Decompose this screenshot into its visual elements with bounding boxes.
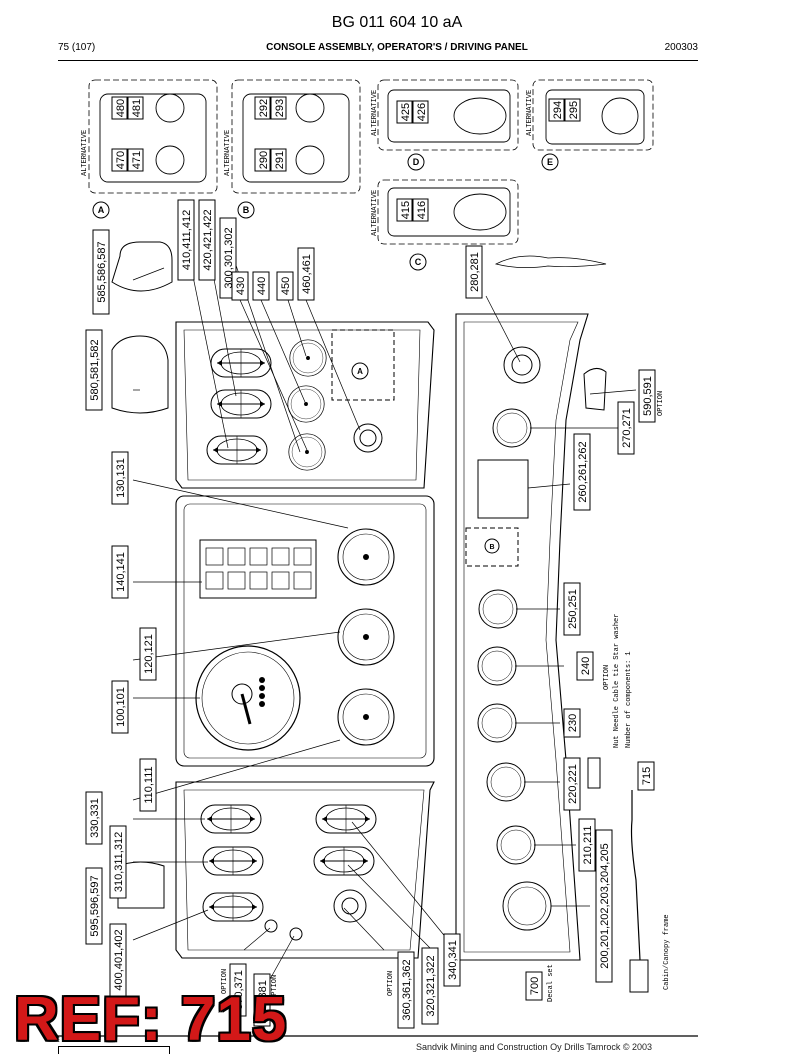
svg-text:700: 700	[529, 977, 541, 995]
svg-text:416: 416	[416, 201, 428, 219]
svg-text:OPTION: OPTION	[387, 971, 395, 996]
svg-text:ALTERNATIVE: ALTERNATIVE	[81, 130, 89, 176]
svg-text:Number of components: 1: Number of components: 1	[625, 651, 633, 748]
svg-text:420,421,422: 420,421,422	[202, 209, 214, 270]
svg-text:440: 440	[256, 277, 268, 295]
svg-text:290: 290	[258, 151, 270, 169]
header-rule	[58, 60, 698, 61]
svg-text:OPTION: OPTION	[221, 969, 229, 994]
svg-text:220,221: 220,221	[567, 764, 579, 804]
svg-text:425: 425	[400, 103, 412, 121]
svg-text:Cabin/Canopy frame: Cabin/Canopy frame	[663, 914, 671, 990]
svg-text:595,596,597: 595,596,597	[89, 875, 101, 936]
svg-text:A: A	[357, 367, 363, 376]
svg-text:715: 715	[641, 767, 653, 785]
svg-text:210,211: 210,211	[582, 826, 594, 865]
svg-text:OPTION: OPTION	[657, 391, 665, 416]
svg-text:200,201,202,203,204,205: 200,201,202,203,204,205	[599, 843, 611, 968]
svg-text:240: 240	[580, 657, 592, 675]
document-id: BG 011 604 10 aA	[331, 14, 463, 31]
svg-text:294: 294	[552, 101, 564, 119]
svg-text:110,111: 110,111	[143, 766, 155, 803]
svg-text:A: A	[98, 205, 105, 215]
svg-text:250,251: 250,251	[567, 589, 579, 629]
page-number: 75 (107)	[58, 42, 96, 53]
svg-text:B: B	[243, 205, 250, 215]
svg-text:590,591: 590,591	[642, 376, 654, 416]
svg-text:ALTERNATIVE: ALTERNATIVE	[371, 190, 379, 236]
svg-text:293: 293	[274, 99, 286, 117]
svg-text:OPTION: OPTION	[603, 665, 611, 690]
svg-text:380,381: 380,381	[257, 980, 269, 1020]
svg-text:130,131: 130,131	[115, 458, 127, 498]
svg-text:D: D	[413, 157, 420, 167]
svg-text:585,586,587: 585,586,587	[96, 241, 108, 302]
svg-text:295: 295	[568, 101, 580, 119]
svg-text:100,101: 100,101	[115, 687, 127, 727]
svg-text:260,261,262: 260,261,262	[577, 441, 589, 502]
svg-text:471: 471	[131, 151, 143, 169]
svg-text:430: 430	[235, 277, 247, 295]
ref-stamp: REF: 715	[14, 985, 288, 1054]
svg-text:Decal set: Decal set	[547, 964, 555, 1002]
svg-text:140,141: 140,141	[115, 552, 127, 592]
issue-date: 200303	[664, 42, 698, 53]
svg-text:ALTERNATIVE: ALTERNATIVE	[371, 90, 379, 136]
svg-text:320,321,322: 320,321,322	[425, 955, 437, 1016]
svg-text:360,361,362: 360,361,362	[401, 959, 413, 1020]
svg-text:460,461: 460,461	[301, 254, 313, 294]
copyright-footer: Sandvik Mining and Construction Oy Drill…	[416, 1042, 653, 1052]
svg-text:292: 292	[258, 99, 270, 117]
svg-text:270,271: 270,271	[621, 408, 633, 448]
svg-text:415: 415	[400, 201, 412, 219]
svg-text:B: B	[489, 544, 494, 551]
svg-text:480: 480	[115, 99, 127, 117]
svg-text:450: 450	[280, 277, 292, 295]
svg-text:580,581,582: 580,581,582	[89, 339, 101, 400]
svg-text:280,281: 280,281	[469, 252, 481, 292]
svg-text:Nut Needle Cable tie Sta: Nut Needle Cable tie Star washer	[613, 614, 621, 748]
page-title: CONSOLE ASSEMBLY, OPERATOR'S / DRIVING P…	[266, 42, 528, 53]
svg-text:E: E	[547, 157, 553, 167]
svg-text:230: 230	[567, 714, 579, 732]
svg-text:370,371: 370,371	[233, 970, 245, 1010]
svg-text:ALTERNATIVE: ALTERNATIVE	[224, 130, 232, 176]
svg-text:120,121: 120,121	[143, 634, 155, 674]
svg-text:310,311,312: 310,311,312	[113, 832, 125, 892]
svg-text:291: 291	[274, 151, 286, 169]
svg-text:426: 426	[416, 103, 428, 121]
footer-stamp-box	[58, 1046, 170, 1054]
svg-text:340,341: 340,341	[447, 940, 459, 980]
svg-text:330,331: 330,331	[89, 798, 101, 838]
svg-text:ALTERNATIVE: ALTERNATIVE	[526, 90, 534, 136]
svg-text:C: C	[415, 257, 422, 267]
svg-text:410,411,412: 410,411,412	[181, 210, 193, 270]
svg-text:400,401,402: 400,401,402	[113, 929, 125, 990]
svg-text:OPTION: OPTION	[271, 975, 279, 1000]
svg-text:481: 481	[131, 99, 143, 117]
svg-text:470: 470	[115, 151, 127, 169]
